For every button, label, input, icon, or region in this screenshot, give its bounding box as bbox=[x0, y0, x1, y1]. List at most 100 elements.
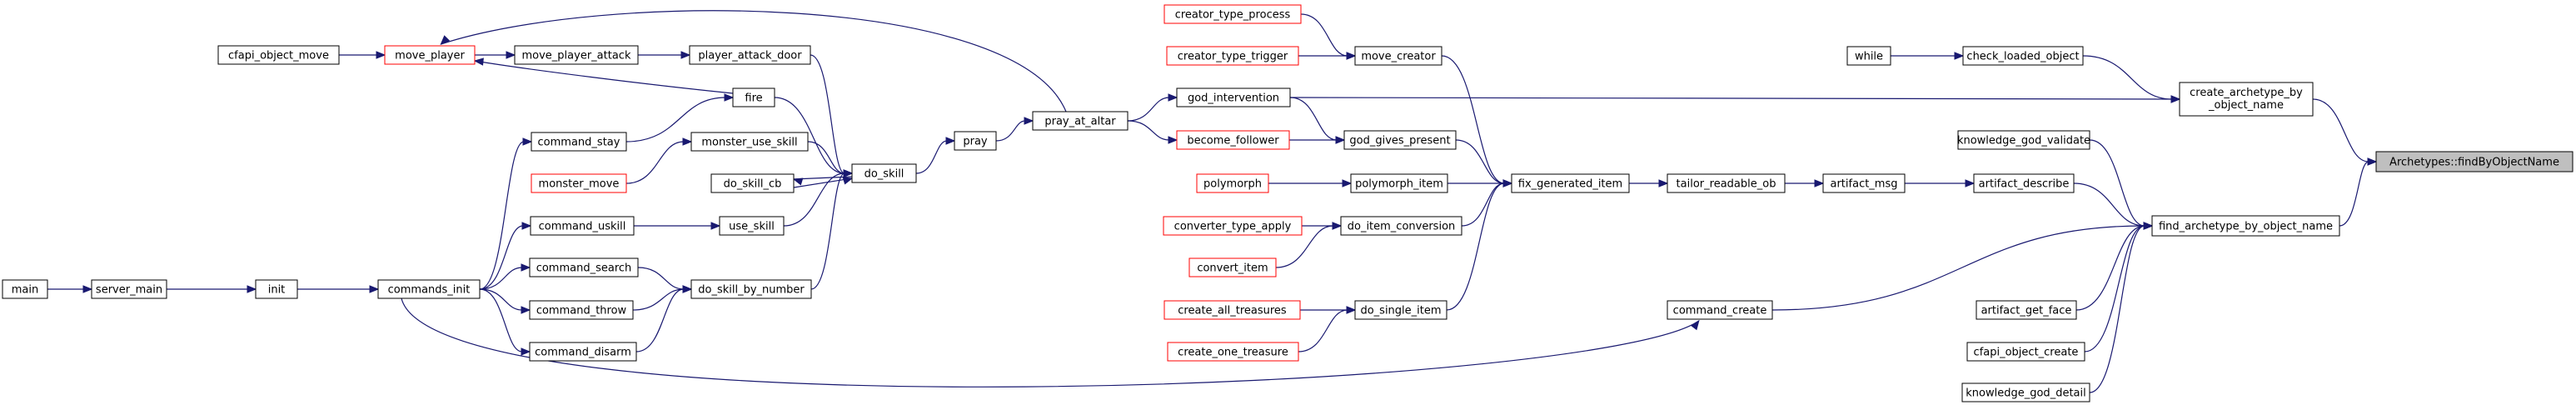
graph-node-pray-at-altar[interactable]: pray_at_altar bbox=[1032, 111, 1129, 131]
graph-node-convert-item[interactable]: convert_item bbox=[1188, 258, 1277, 278]
graph-node-monster-move[interactable]: monster_move bbox=[531, 173, 627, 193]
arrowhead-icon bbox=[2367, 158, 2378, 166]
graph-node-artifact-get-face[interactable]: artifact_get_face bbox=[1976, 300, 2077, 320]
call-edge bbox=[479, 263, 531, 290]
graph-node-do-skill-cb[interactable]: do_skill_cb bbox=[710, 173, 795, 193]
call-edge bbox=[625, 93, 735, 142]
graph-node-monster-use-skill[interactable]: monster_use_skill bbox=[690, 132, 809, 152]
graph-node-artifact-describe[interactable]: artifact_describe bbox=[1973, 173, 2075, 193]
graph-node-creator-type-trigger[interactable]: creator_type_trigger bbox=[1166, 46, 1299, 66]
graph-node-god-intervention[interactable]: god_intervention bbox=[1176, 88, 1291, 108]
node-box bbox=[2151, 215, 2340, 237]
graph-node-move-creator[interactable]: move_creator bbox=[1354, 46, 1442, 66]
graph-node-become-follower[interactable]: become_follower bbox=[1176, 130, 1290, 150]
graph-node-fire[interactable]: fire bbox=[732, 88, 775, 108]
node-box bbox=[529, 300, 634, 320]
graph-node-move-player[interactable]: move_player bbox=[384, 45, 476, 65]
graph-node-move-player-attack[interactable]: move_player_attack bbox=[514, 45, 639, 65]
call-edge bbox=[479, 138, 533, 290]
graph-node-command-search[interactable]: command_search bbox=[529, 258, 639, 278]
arrowhead-icon bbox=[1346, 306, 1357, 314]
graph-node-god-gives-present[interactable]: god_gives_present bbox=[1343, 130, 1457, 150]
node-label: monster_move bbox=[539, 178, 620, 191]
graph-node-cfapi-object-move[interactable]: cfapi_object_move bbox=[217, 45, 340, 65]
node-label: fire bbox=[745, 92, 762, 105]
graph-node-do-skill[interactable]: do_skill bbox=[851, 163, 917, 183]
graph-node-knowledge-god-detail[interactable]: knowledge_god_detail bbox=[1961, 382, 2090, 402]
node-box bbox=[710, 173, 795, 193]
graph-node-init[interactable]: init bbox=[255, 279, 298, 299]
arrowhead-icon bbox=[1954, 52, 1965, 60]
call-edge bbox=[2084, 222, 2154, 352]
node-box bbox=[1176, 88, 1291, 108]
arrowhead-icon bbox=[376, 51, 386, 59]
call-edge-line bbox=[401, 298, 1700, 388]
graph-node-command-stay[interactable]: command_stay bbox=[531, 132, 627, 152]
arrowhead-icon bbox=[521, 306, 531, 314]
graph-node-create-all-treasures[interactable]: create_all_treasures bbox=[1163, 300, 1301, 320]
graph-node-use-skill[interactable]: use_skill bbox=[719, 216, 785, 236]
graph-node-tailor-readable-ob[interactable]: tailor_readable_ob bbox=[1667, 173, 1786, 193]
node-box bbox=[1354, 300, 1447, 320]
graph-node-do-skill-by-number[interactable]: do_skill_by_number bbox=[690, 279, 812, 299]
arrowhead-icon bbox=[247, 285, 257, 293]
call-edge bbox=[401, 298, 1700, 388]
graph-node-knowledge-god-validate[interactable]: knowledge_god_validate bbox=[1957, 130, 2090, 150]
node-box bbox=[2179, 82, 2314, 117]
call-edge bbox=[792, 176, 853, 186]
graph-node-find-archetype-by-object-name[interactable]: find_archetype_by_object_name bbox=[2151, 215, 2340, 237]
node-label: knowledge_god_validate bbox=[1957, 135, 2090, 148]
graph-node-commands-init[interactable]: commands_init bbox=[377, 279, 481, 299]
call-edge bbox=[296, 285, 380, 293]
graph-node-create-one-treasure[interactable]: create_one_treasure bbox=[1167, 342, 1299, 362]
call-edge-line bbox=[637, 267, 685, 290]
node-box bbox=[690, 132, 809, 152]
graph-node-while[interactable]: while bbox=[1846, 46, 1891, 66]
call-edge-line bbox=[807, 141, 845, 174]
node-label: do_single_item bbox=[1360, 305, 1441, 318]
graph-node-create-archetype-by-object-name[interactable]: create_archetype_by_object_name bbox=[2179, 82, 2314, 117]
call-edge bbox=[2089, 139, 2154, 230]
graph-node-polymorph-item[interactable]: polymorph_item bbox=[1350, 173, 1448, 193]
node-label: convert_item bbox=[1197, 262, 1268, 275]
node-label: do_skill bbox=[864, 168, 904, 181]
call-edge-line bbox=[635, 288, 685, 352]
graph-node-root[interactable]: Archetypes::findByObjectName bbox=[2375, 151, 2574, 172]
call-edge-line bbox=[1127, 97, 1170, 122]
arrowhead-icon bbox=[1168, 93, 1178, 102]
graph-node-pray[interactable]: pray bbox=[954, 131, 997, 151]
graph-node-do-item-conversion[interactable]: do_item_conversion bbox=[1340, 216, 1462, 236]
call-edge-line bbox=[1461, 182, 1505, 227]
graph-node-artifact-msg[interactable]: artifact_msg bbox=[1822, 173, 1906, 193]
graph-node-do-single-item[interactable]: do_single_item bbox=[1354, 300, 1447, 320]
graph-node-creator-type-process[interactable]: creator_type_process bbox=[1163, 4, 1302, 24]
call-edge bbox=[2339, 158, 2378, 227]
graph-node-polymorph[interactable]: polymorph bbox=[1196, 173, 1269, 193]
node-label: creator_type_trigger bbox=[1178, 51, 1288, 63]
call-edge-line bbox=[1289, 97, 2180, 100]
arrowhead-icon bbox=[521, 263, 531, 272]
node-box bbox=[1166, 46, 1299, 66]
graph-node-fix-generated-item[interactable]: fix_generated_item bbox=[1511, 173, 1630, 193]
node-label: knowledge_god_detail bbox=[1966, 388, 2085, 400]
graph-node-command-uskill[interactable]: command_uskill bbox=[530, 216, 635, 236]
node-label: Archetypes::findByObjectName bbox=[2389, 157, 2559, 169]
graph-node-command-throw[interactable]: command_throw bbox=[529, 300, 634, 320]
call-edge bbox=[638, 51, 691, 59]
arrowhead-icon bbox=[843, 169, 854, 178]
call-edge bbox=[473, 58, 734, 94]
graph-node-command-create[interactable]: command_create bbox=[1667, 300, 1773, 320]
call-edge-line bbox=[625, 97, 726, 142]
graph-node-player-attack-door[interactable]: player_attack_door bbox=[689, 45, 811, 65]
graph-node-server-main[interactable]: server_main bbox=[91, 279, 167, 299]
call-edge bbox=[625, 138, 693, 184]
node-box bbox=[529, 342, 637, 362]
graph-node-main[interactable]: main bbox=[2, 279, 48, 299]
node-box bbox=[1350, 173, 1448, 193]
graph-node-converter-type-apply[interactable]: converter_type_apply bbox=[1163, 216, 1303, 236]
graph-node-check-loaded-object[interactable]: check_loaded_object bbox=[1962, 46, 2084, 66]
graph-node-command-disarm[interactable]: command_disarm bbox=[529, 342, 637, 362]
graph-node-cfapi-object-create[interactable]: cfapi_object_create bbox=[1966, 342, 2085, 362]
call-edge bbox=[339, 51, 386, 59]
call-edge bbox=[47, 285, 93, 293]
